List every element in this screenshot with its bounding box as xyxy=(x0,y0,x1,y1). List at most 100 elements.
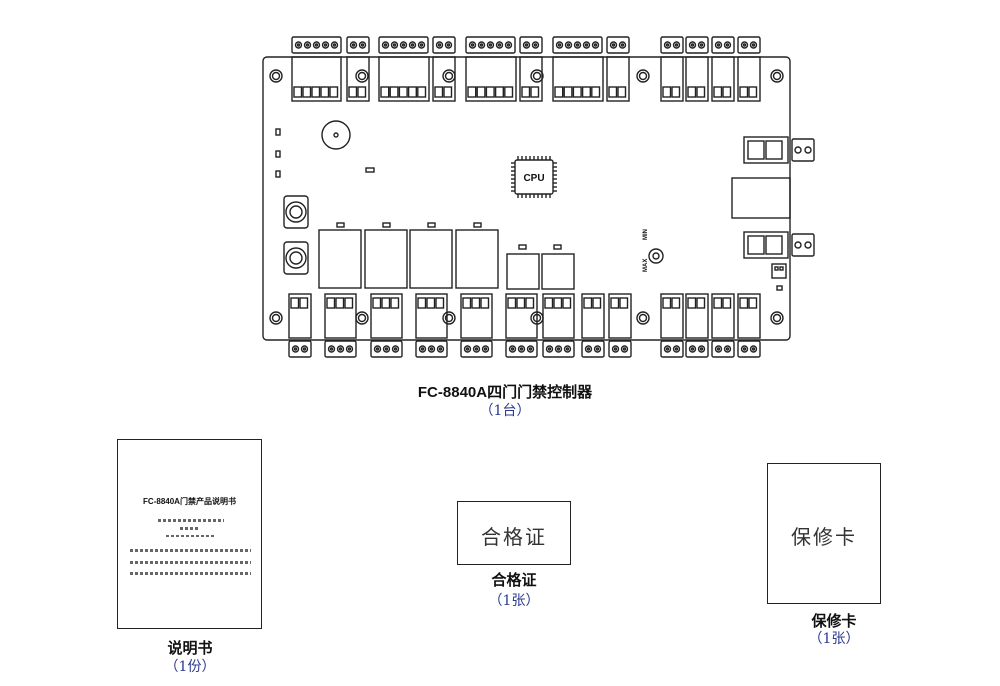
terminal-header xyxy=(660,56,684,102)
terminal-screw xyxy=(418,345,427,353)
terminal-screw xyxy=(749,41,758,49)
terminal-pin xyxy=(525,297,535,309)
terminal-screw-center xyxy=(556,347,561,351)
terminal-screw xyxy=(591,41,600,49)
terminal-screw-center xyxy=(665,43,670,47)
terminal-pin xyxy=(480,297,490,309)
terminal-header xyxy=(378,56,430,102)
manual-text-line xyxy=(130,561,251,564)
terminal-screw xyxy=(504,41,513,49)
terminal-screw xyxy=(327,345,336,353)
terminal-screw xyxy=(663,345,672,353)
terminal-screw xyxy=(804,146,812,154)
terminal-screw-center xyxy=(690,347,695,351)
terminal-screw-center xyxy=(347,347,352,351)
terminal-pin xyxy=(563,86,573,98)
terminal-screw-center xyxy=(547,347,552,351)
terminal-pin xyxy=(562,297,572,309)
board-title: FC-8840A四门门禁控制器 xyxy=(417,384,593,401)
terminal-screw-center xyxy=(674,43,679,47)
bottom-terminal-plug xyxy=(737,340,761,358)
terminal-screw-center xyxy=(510,347,515,351)
terminal-screw-center xyxy=(351,43,356,47)
terminal-header xyxy=(711,56,735,102)
terminal-screw xyxy=(508,345,517,353)
bottom-terminal-plug xyxy=(711,340,735,358)
terminal-screw-center xyxy=(506,43,511,47)
warranty-title: 保修卡 xyxy=(811,613,857,630)
top-terminal-plug xyxy=(685,36,709,54)
terminal-screw-center xyxy=(474,347,479,351)
terminal-screw-center xyxy=(533,43,538,47)
mounting-hole-inner xyxy=(271,313,281,323)
mounting-hole-inner xyxy=(772,313,782,323)
terminal-pin xyxy=(299,297,309,309)
terminal-screw-center xyxy=(293,347,298,351)
terminal-screw xyxy=(714,345,723,353)
terminal-screw xyxy=(382,345,391,353)
terminal-screw xyxy=(373,345,382,353)
terminal-screw-center xyxy=(620,43,625,47)
terminal-screw xyxy=(663,41,672,49)
terminal-screw-center xyxy=(699,43,704,47)
top-terminal-plug xyxy=(711,36,735,54)
terminal-screw-center xyxy=(483,347,488,351)
terminal-screw-center xyxy=(375,347,380,351)
terminal-screw-center xyxy=(613,347,618,351)
terminal-screw-center xyxy=(429,347,434,351)
terminal-screw-center xyxy=(470,43,475,47)
bottom-terminal-plug xyxy=(415,340,448,358)
terminal-pin xyxy=(516,297,526,309)
terminal-pin xyxy=(617,86,627,98)
led xyxy=(275,170,281,178)
terminal-pin xyxy=(293,86,303,98)
terminal-pin xyxy=(608,86,618,98)
side-terminal-header xyxy=(743,136,789,164)
terminal-header xyxy=(324,293,357,339)
mounting-hole-inner xyxy=(772,71,782,81)
terminal-pin xyxy=(722,297,732,309)
mounting-hole-inner xyxy=(532,313,542,323)
terminal-screw xyxy=(495,41,504,49)
terminal-header xyxy=(685,56,709,102)
pot-max-label: MAX xyxy=(643,259,649,272)
terminal-pin xyxy=(326,297,336,309)
mounting-hole-inner xyxy=(271,71,281,81)
terminal-pin xyxy=(476,86,486,98)
terminal-header xyxy=(608,293,632,339)
relay-led xyxy=(427,222,436,228)
terminal-header xyxy=(552,56,604,102)
mounting-hole xyxy=(770,311,784,325)
terminal-screw-center xyxy=(302,347,307,351)
terminal-pin xyxy=(426,297,436,309)
terminal-screw xyxy=(714,41,723,49)
terminal-pin xyxy=(462,297,472,309)
small-relay xyxy=(541,253,575,290)
terminal-pin xyxy=(671,297,681,309)
terminal-screw xyxy=(336,345,345,353)
relay xyxy=(364,229,408,289)
relay xyxy=(318,229,362,289)
terminal-pin xyxy=(713,297,723,309)
terminal-screw xyxy=(294,41,303,49)
terminal-pin xyxy=(581,86,591,98)
jumper xyxy=(771,263,787,279)
terminal-pin xyxy=(583,297,593,309)
terminal-screw xyxy=(740,345,749,353)
terminal-pin xyxy=(357,86,367,98)
terminal-screw xyxy=(593,345,602,353)
terminal-header xyxy=(346,56,370,102)
terminal-screw xyxy=(723,345,732,353)
manual-qty: （1份） xyxy=(164,659,216,675)
terminal-screw xyxy=(522,41,531,49)
terminal-screw-center xyxy=(690,43,695,47)
top-terminal-plug xyxy=(737,36,761,54)
terminal-screw-center xyxy=(611,43,616,47)
terminal-pin xyxy=(398,86,408,98)
terminal-screw xyxy=(468,41,477,49)
terminal-screw xyxy=(517,345,526,353)
terminal-screw xyxy=(436,345,445,353)
terminal-screw xyxy=(427,345,436,353)
capacitor-body xyxy=(283,195,309,229)
led xyxy=(275,150,281,158)
